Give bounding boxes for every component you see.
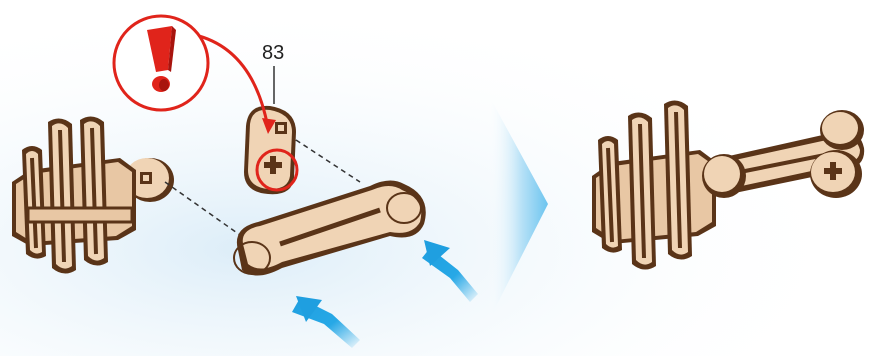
part-number-label: 83 xyxy=(262,42,284,65)
